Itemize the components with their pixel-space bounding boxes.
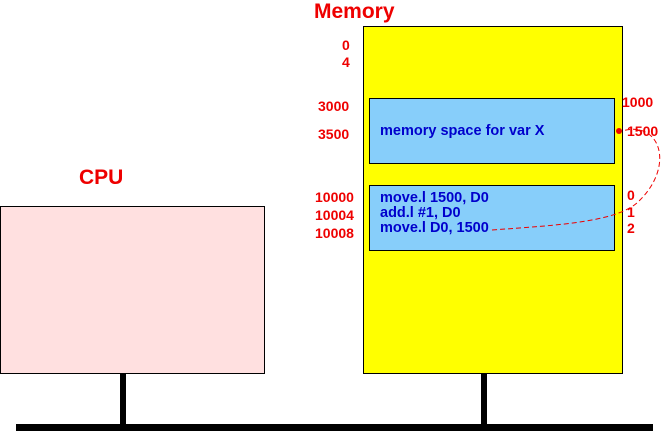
address-10000: 10000 xyxy=(315,189,354,205)
address-10008: 10008 xyxy=(315,225,354,241)
address-4: 4 xyxy=(342,54,350,70)
cpu-bus-connector xyxy=(120,373,126,425)
address-0: 0 xyxy=(342,37,350,53)
address-1-right: 1 xyxy=(627,204,635,220)
memory-bus-connector xyxy=(481,373,487,425)
cpu-block xyxy=(0,206,265,374)
address-10004: 10004 xyxy=(315,207,354,223)
var-x-region: memory space for var X xyxy=(369,98,615,164)
system-bus xyxy=(16,424,653,431)
address-3500: 3500 xyxy=(318,126,350,142)
address-2-right: 2 xyxy=(627,220,635,236)
address-1500: 1500 xyxy=(627,123,659,139)
memory-title: Memory xyxy=(314,0,395,23)
instruction-0: move.l 1500, D0 xyxy=(380,190,489,206)
cpu-title: CPU xyxy=(79,166,124,189)
address-1000: 1000 xyxy=(622,94,654,110)
instruction-1: add.l #1, D0 xyxy=(380,205,461,221)
code-region: move.l 1500, D0 add.l #1, D0 move.l D0, … xyxy=(369,185,615,251)
var-x-label: memory space for var X xyxy=(380,123,545,139)
address-3000: 3000 xyxy=(318,98,350,114)
address-0-right: 0 xyxy=(627,187,635,203)
instruction-2: move.l D0, 1500 xyxy=(380,220,489,236)
